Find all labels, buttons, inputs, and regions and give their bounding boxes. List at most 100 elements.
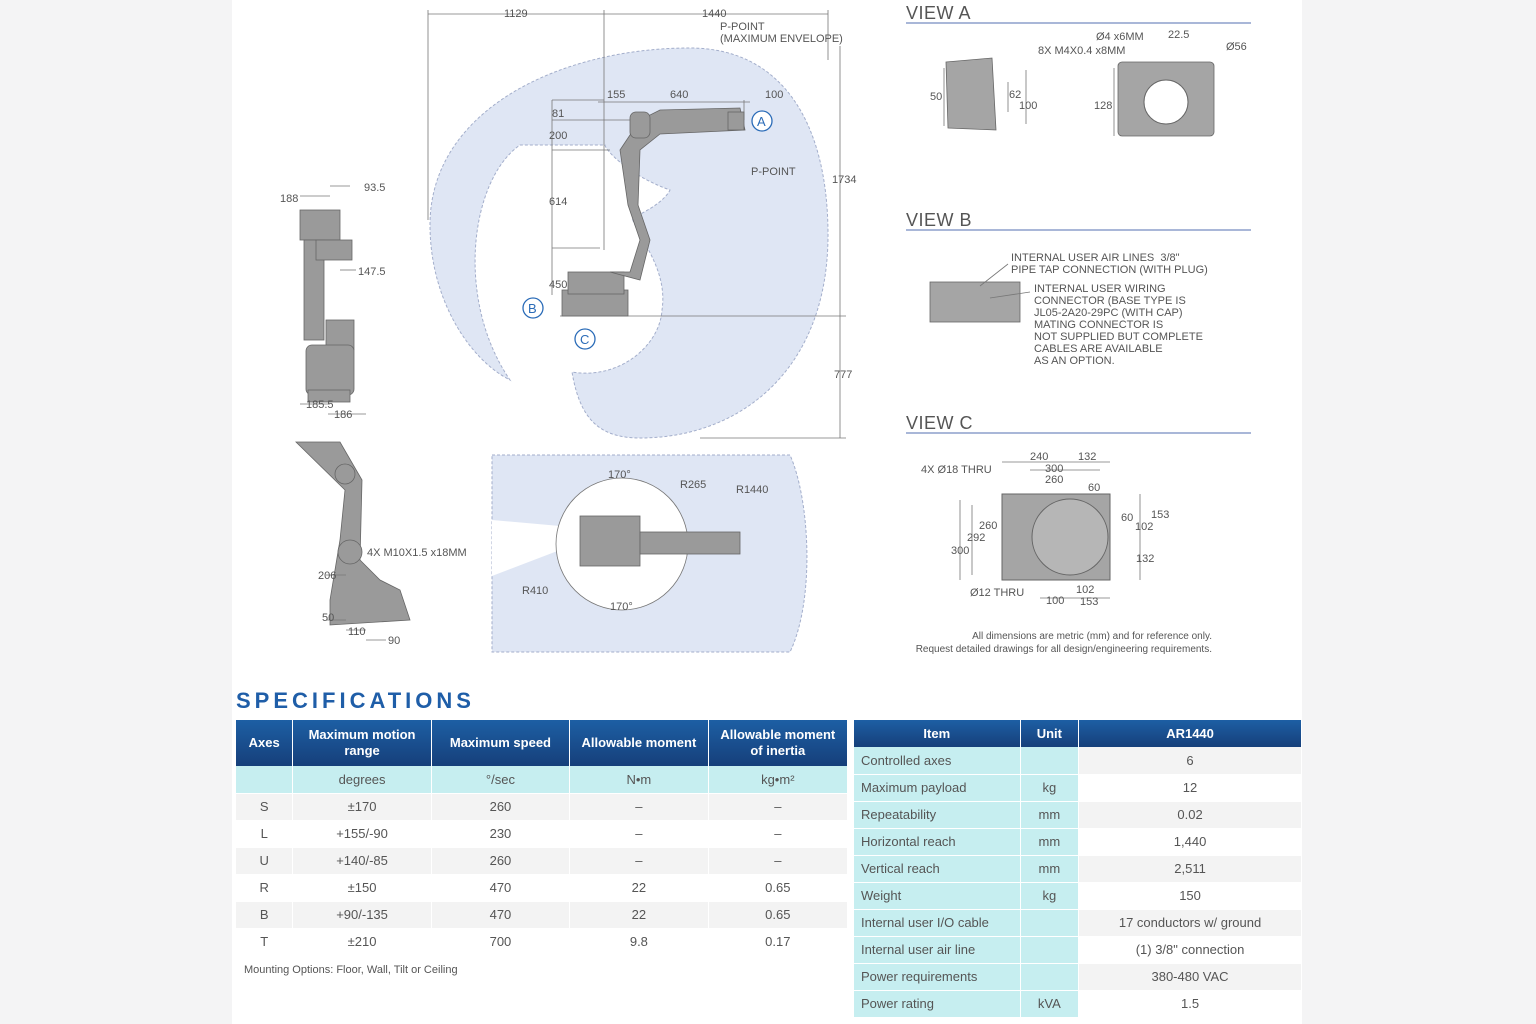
view-a-dim-50: 50 <box>930 91 943 103</box>
view-c-dim-153-bottom: 153 <box>1080 596 1099 608</box>
unit-cell: kg <box>1020 882 1080 910</box>
dim-81: 81 <box>552 108 565 120</box>
view-c-dim-300-left: 300 <box>951 545 970 557</box>
table-cell: 260 <box>431 847 571 875</box>
item-cell: Horizontal reach <box>854 828 1021 856</box>
table-cell: +90/-135 <box>292 901 432 929</box>
value-cell: 1.5 <box>1078 990 1302 1018</box>
dim-50: 50 <box>322 612 335 624</box>
table-cell: – <box>569 793 709 821</box>
unit-cell: kg <box>1020 774 1080 802</box>
dim-186: 186 <box>334 409 353 421</box>
table-row: L +155/-90 230 – – <box>236 820 849 848</box>
value-cell: 12 <box>1078 774 1302 802</box>
table-cell: 470 <box>431 874 571 902</box>
dim-450: 450 <box>549 279 568 291</box>
view-c-dim-292: 292 <box>967 532 986 544</box>
view-b-air-note: INTERNAL USER AIR LINES 3/8" PIPE TAP CO… <box>1011 252 1208 276</box>
table-cell: 0.17 <box>708 928 849 956</box>
dim-1440: 1440 <box>702 8 727 20</box>
unit-cell: mm <box>1020 801 1080 829</box>
item-cell: Internal user I/O cable <box>854 909 1021 937</box>
unit-cell: kg•m² <box>708 766 849 794</box>
table-cell: U <box>236 847 294 875</box>
radius-r265: R265 <box>680 479 707 491</box>
view-a-dim-128: 128 <box>1094 100 1113 112</box>
table-cell: 22 <box>569 901 709 929</box>
unit-cell <box>1020 909 1080 937</box>
view-c-thru-12: Ø12 THRU <box>970 587 1025 599</box>
view-b-underline <box>906 229 1251 231</box>
disclaimer-line-1: All dimensions are metric (mm) and for r… <box>972 631 1212 642</box>
view-c-dim-240: 240 <box>1030 451 1049 463</box>
unit-cell: degrees <box>292 766 432 794</box>
table-cell: 9.8 <box>569 928 709 956</box>
item-cell: Internal user air line <box>854 936 1021 964</box>
view-b-title: VIEW B <box>906 210 973 230</box>
max-envelope-label: (MAXIMUM ENVELOPE) <box>720 33 843 45</box>
specifications-title: SPECIFICATIONS <box>236 688 475 713</box>
table-cell: 260 <box>431 793 571 821</box>
view-c-dim-260-top: 260 <box>1045 474 1064 486</box>
table-cell: 700 <box>431 928 571 956</box>
unit-cell: kVA <box>1020 990 1080 1018</box>
col-unit: Unit <box>1020 720 1080 747</box>
angle-170-top: 170° <box>608 469 631 481</box>
p-point-label: P-POINT <box>751 166 796 178</box>
dim-93-5: 93.5 <box>364 182 386 194</box>
view-a-dim-62: 62 <box>1009 89 1022 101</box>
item-cell: Maximum payload <box>854 774 1021 802</box>
unit-cell <box>1020 747 1080 775</box>
dim-1129: 1129 <box>504 8 528 20</box>
unit-cell <box>1020 963 1080 991</box>
view-c-dim-132-right: 132 <box>1136 553 1155 565</box>
table-row: S ±170 260 – – <box>236 793 849 821</box>
unit-cell: mm <box>1020 828 1080 856</box>
col-motion-range: Maximum motion range <box>292 720 432 766</box>
table-cell: 0.65 <box>708 874 849 902</box>
col-max-speed: Maximum speed <box>431 720 571 766</box>
item-cell: Power rating <box>854 990 1021 1018</box>
view-c-dim-153-right: 153 <box>1151 509 1170 521</box>
dim-90: 90 <box>388 635 401 647</box>
dim-155: 155 <box>607 89 626 101</box>
table-cell: 22 <box>569 874 709 902</box>
view-c-dim-102-right: 102 <box>1135 521 1154 533</box>
value-cell: 150 <box>1078 882 1302 910</box>
view-c-dim-60-right: 60 <box>1121 512 1134 524</box>
p-point-max-label: P-POINT <box>720 21 765 33</box>
table-cell: +155/-90 <box>292 820 432 848</box>
unit-cell <box>236 766 294 794</box>
radius-r1440: R1440 <box>736 484 769 496</box>
axes-spec-table: Axes Maximum motion range Maximum speed … <box>236 720 849 956</box>
table-cell: – <box>708 793 849 821</box>
table-row: U +140/-85 260 – – <box>236 847 849 875</box>
table-cell: L <box>236 820 294 848</box>
value-cell: 2,511 <box>1078 855 1302 883</box>
disclaimer-line-2: Request detailed drawings for all design… <box>915 644 1212 655</box>
item-cell: Weight <box>854 882 1021 910</box>
dim-185-5: 185.5 <box>306 399 334 411</box>
view-c-dim-102-bottom: 102 <box>1076 584 1095 596</box>
view-a-underline <box>906 22 1251 24</box>
table-cell: 0.65 <box>708 901 849 929</box>
dim-1734: 1734 <box>832 174 857 186</box>
value-cell: 17 conductors w/ ground <box>1078 909 1302 937</box>
angle-170-bottom: 170° <box>610 601 633 613</box>
table-cell: B <box>236 901 294 929</box>
table-row: Internal user I/O cable 17 conductors w/ … <box>854 909 1302 937</box>
table-cell: +140/-85 <box>292 847 432 875</box>
view-a-hole-label: Ø4 x6MM <box>1096 31 1144 43</box>
unit-cell: mm <box>1020 855 1080 883</box>
col-item: Item <box>854 720 1021 747</box>
col-model: AR1440 <box>1078 720 1302 747</box>
